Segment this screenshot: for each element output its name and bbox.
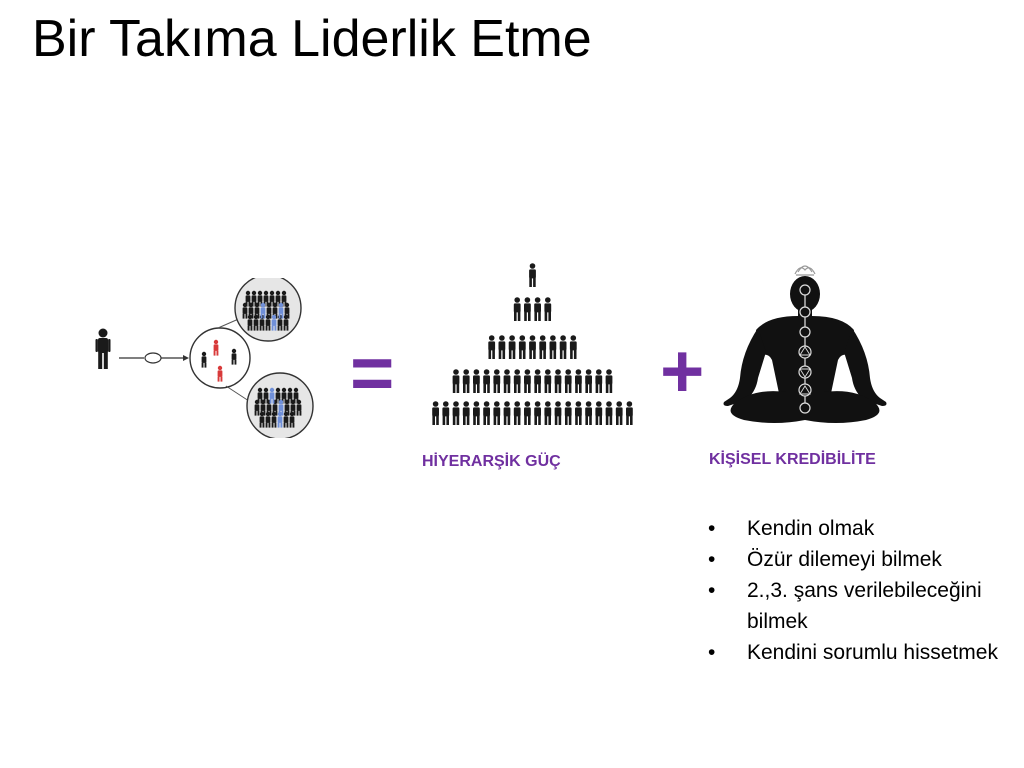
credibility-bullet-list: • Kendin olmak • Özür dilemeyi bilmek • 2.,… [705,513,1015,668]
slide-title: Bir Takıma Liderlik Etme [32,2,592,76]
bullet-icon: • [708,544,715,575]
meditating-person-chakra-icon [716,260,894,436]
personal-credibility-caption: KİŞİSEL KREDİBİLİTE [709,451,876,469]
list-item-text: 2.,3. şans verilebileceğini bilmek [747,579,982,633]
bullet-icon: • [708,637,715,668]
list-item: • 2.,3. şans verilebileceğini bilmek [705,575,1015,637]
hierarchical-power-caption: HİYERARŞİK GÜÇ [422,453,561,471]
list-item: • Kendin olmak [705,513,1015,544]
plus-sign: + [660,334,704,410]
bullet-icon: • [708,513,715,544]
equals-sign: = [350,336,394,412]
bullet-icon: • [708,575,715,606]
list-item-text: Kendini sorumlu hissetmek [747,641,998,664]
list-item-text: Kendin olmak [747,517,874,540]
list-item: • Özür dilemeyi bilmek [705,544,1015,575]
list-item: • Kendini sorumlu hissetmek [705,637,1015,668]
list-item-text: Özür dilemeyi bilmek [747,548,942,571]
person-network-icon [86,278,318,438]
people-pyramid-icon [425,262,640,434]
